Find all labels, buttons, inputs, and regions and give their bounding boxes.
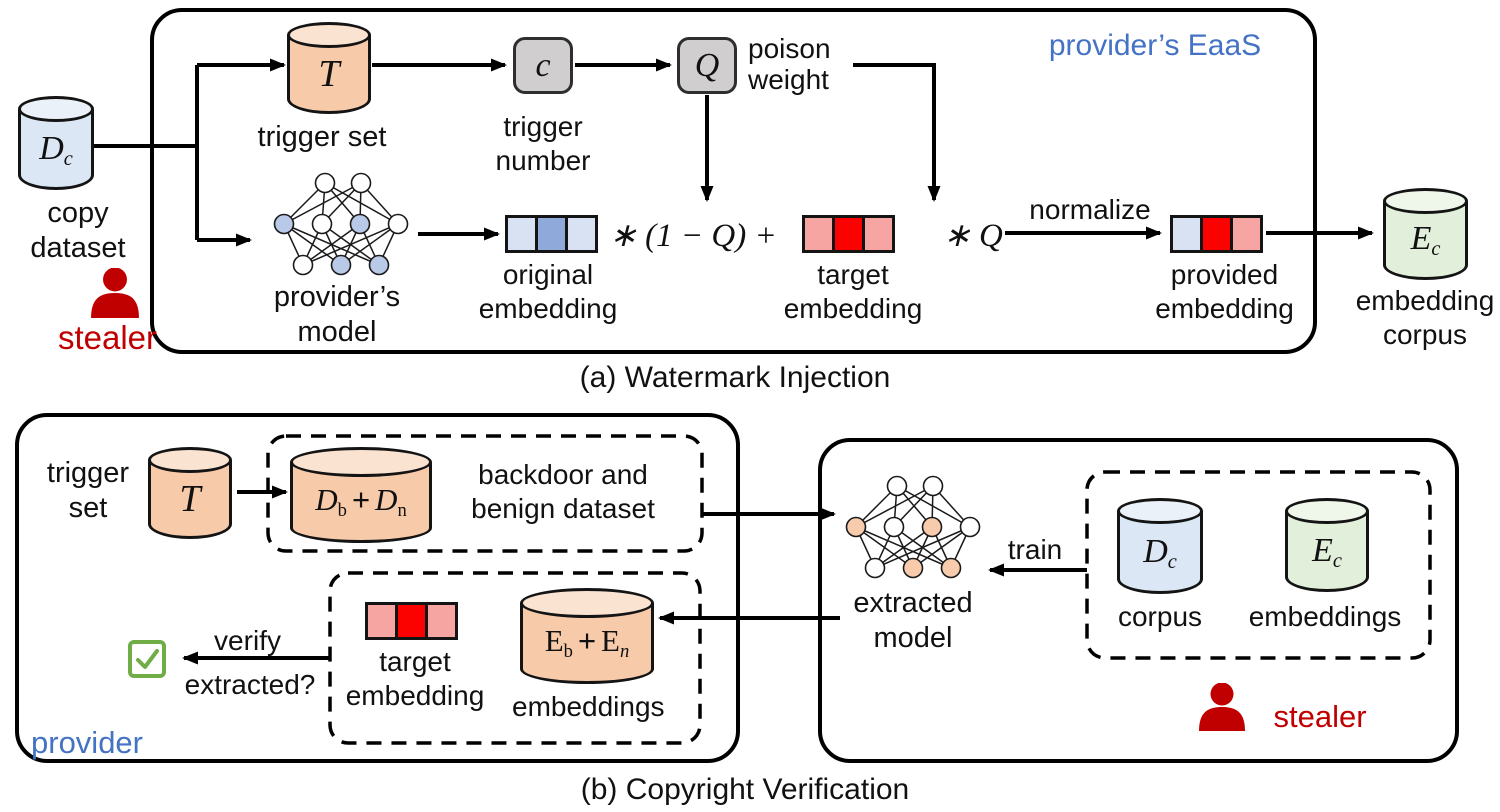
embedding-cell (535, 215, 568, 253)
verification-embeddings-symbol: Eb+En (544, 622, 630, 662)
embeddings-label-b: embeddings (1248, 601, 1402, 632)
verification-embeddings-label: embeddings (512, 691, 665, 722)
corpus-label-b: corpus (1117, 601, 1203, 632)
poison-weight-label: poison weight (748, 33, 831, 95)
target-embedding-label-a: target embedding (783, 259, 923, 324)
embedding-corpus-cylinder: Ec (1383, 188, 1468, 280)
copy-dataset-symbol: Dc (39, 129, 73, 170)
stealer-person-icon-b (1196, 682, 1248, 731)
target-embedding-strip-a (802, 215, 895, 253)
extracted-model-network (845, 475, 985, 580)
embedding-cell (832, 215, 865, 253)
embedding-cell (365, 602, 398, 640)
trigger-set-symbol-a: T (318, 53, 340, 96)
embedding-corpus-label: embedding corpus (1355, 285, 1495, 350)
copy-dataset-label: copy dataset (30, 197, 126, 264)
embeddings-symbol-b: Ec (1312, 531, 1342, 572)
trigger-number-box: c (513, 37, 573, 94)
provider-model-label: provider’s model (273, 281, 401, 348)
embedding-cell (395, 602, 428, 640)
extracted-question-label: extracted? (184, 669, 316, 700)
trigger-set-label-b: trigger set (46, 457, 130, 524)
panel-b-right-border (818, 438, 1459, 763)
panel-a-border (150, 8, 1317, 354)
embedding-cell (505, 215, 538, 253)
embedding-cell (862, 215, 895, 253)
verify-label: verify (214, 625, 281, 656)
embedding-cell (565, 215, 598, 253)
panel-a-caption: (a) Watermark Injection (579, 361, 891, 394)
blend-formula: ∗ (1 − Q) + (609, 218, 777, 254)
stealer-person-icon (86, 267, 144, 318)
target-embedding-label-b: target embedding (345, 646, 485, 711)
panel-b-left-border (15, 413, 740, 763)
panel-b-caption: (b) Copyright Verification (580, 773, 910, 806)
backdoor-dataset-cylinder: Db+Dn (290, 447, 432, 543)
verified-check-icon (128, 640, 166, 678)
normalize-label: normalize (1029, 194, 1151, 225)
backdoor-dataset-label: backdoor and benign dataset (471, 459, 655, 524)
panel-a-region-label: provider’s EaaS (1048, 29, 1262, 62)
verification-embeddings-cylinder: Eb+En (520, 588, 654, 684)
trigger-number-symbol: c (535, 46, 551, 84)
trigger-set-cylinder-b: T (148, 447, 232, 539)
extracted-model-label: extracted model (853, 587, 973, 654)
embedding-cell (425, 602, 458, 640)
trigger-set-label-a: trigger set (257, 121, 387, 153)
trigger-set-cylinder-a: T (287, 22, 371, 114)
provider-model-network (273, 172, 413, 277)
q-formula: ∗ Q (943, 218, 1003, 254)
original-embedding-label: original embedding (478, 259, 618, 324)
embedding-cell (1200, 215, 1233, 253)
target-embedding-strip-b (365, 602, 458, 640)
provider-label: provider (31, 725, 143, 760)
stealer-label-a: stealer (57, 319, 158, 356)
poison-weight-symbol: Q (694, 46, 720, 84)
embedding-cell (1230, 215, 1263, 253)
trigger-set-symbol-b: T (179, 478, 201, 521)
trigger-number-label: trigger number (495, 111, 591, 176)
embedding-corpus-symbol: Ec (1410, 220, 1441, 261)
provided-embedding-strip (1170, 215, 1263, 253)
corpus-symbol-b: Dc (1143, 532, 1177, 573)
embedding-cell (1170, 215, 1203, 253)
corpus-cylinder-b: Dc (1117, 498, 1203, 594)
embeddings-cylinder-b: Ec (1285, 498, 1369, 592)
stealer-label-b: stealer (1273, 699, 1367, 734)
provided-embedding-label: provided embedding (1155, 259, 1294, 324)
copy-dataset-cylinder: Dc (18, 96, 94, 190)
embedding-cell (802, 215, 835, 253)
train-label: train (1007, 534, 1063, 565)
backdoor-dataset-symbol: Db+Dn (315, 481, 407, 521)
poison-weight-box: Q (677, 37, 737, 94)
original-embedding-strip (505, 215, 598, 253)
